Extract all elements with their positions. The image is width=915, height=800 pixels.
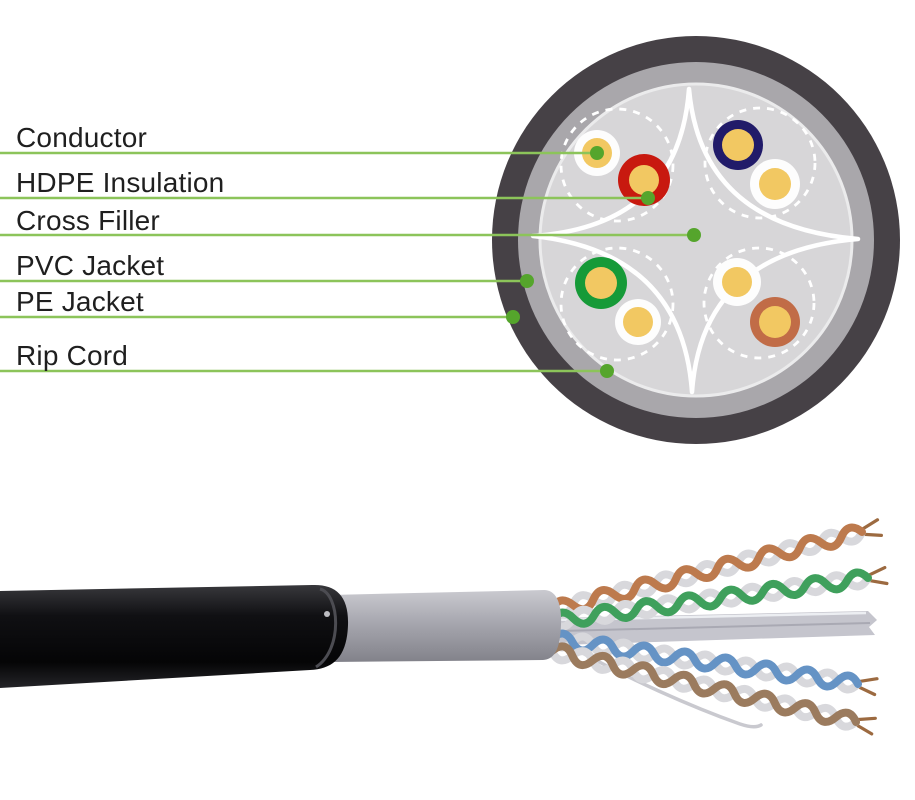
label-pe-jacket: PE Jacket bbox=[16, 286, 144, 317]
copper-tip bbox=[855, 723, 874, 736]
pointer-dot-pvc-jacket bbox=[520, 274, 534, 288]
photo-gray-pvc-jacket bbox=[330, 590, 562, 662]
pair-group-circle-bottom-left bbox=[559, 246, 675, 362]
label-rip-cord: Rip Cord bbox=[16, 340, 129, 371]
cable-photo bbox=[0, 518, 889, 736]
wire-conductor bbox=[623, 307, 653, 337]
cross-filler-star bbox=[530, 86, 861, 395]
label-cross-filler: Cross Filler bbox=[16, 205, 160, 236]
pointer-dot-conductor bbox=[590, 146, 604, 160]
pointer-dot-pe-jacket bbox=[506, 310, 520, 324]
colored-strand bbox=[548, 568, 872, 628]
pointer-dot-cross-filler bbox=[687, 228, 701, 242]
copper-tip bbox=[868, 579, 889, 586]
pair-group-circle-top-left bbox=[559, 107, 675, 223]
wire-pair-top-left bbox=[574, 130, 670, 206]
copper-tip bbox=[868, 566, 887, 577]
wire-conductor bbox=[722, 129, 754, 161]
pair-group-circle-bottom-right bbox=[702, 246, 816, 360]
wire-conductor bbox=[629, 165, 659, 195]
copper-tip bbox=[861, 518, 880, 531]
label-hdpe-insulation: HDPE Insulation bbox=[16, 167, 225, 198]
wire-conductor bbox=[759, 306, 791, 338]
photo-brown-white-pair bbox=[548, 642, 877, 736]
label-pvc-jacket: PVC Jacket bbox=[16, 250, 165, 281]
copper-tip bbox=[858, 677, 879, 683]
photo-black-pe-jacket bbox=[0, 584, 349, 688]
pair-group-circle-top-right bbox=[703, 106, 817, 220]
colored-strand bbox=[548, 642, 860, 726]
wire-conductor bbox=[585, 267, 617, 299]
copper-tip bbox=[863, 532, 883, 537]
wire-pair-top-right bbox=[713, 120, 800, 209]
wire-conductor bbox=[722, 267, 752, 297]
white-strand bbox=[548, 647, 860, 731]
photo-green-white-pair bbox=[548, 566, 889, 631]
colored-strand bbox=[548, 523, 866, 614]
pointer-dot-hdpe-insulation bbox=[641, 191, 655, 205]
copper-tip bbox=[857, 685, 877, 697]
label-conductor: Conductor bbox=[16, 122, 147, 153]
white-strand bbox=[548, 571, 872, 631]
pointer-dot-rip-cord bbox=[600, 364, 614, 378]
colored-strand bbox=[548, 629, 862, 691]
wire-pair-bottom-left bbox=[575, 257, 661, 345]
cable-cross-section bbox=[0, 36, 900, 444]
wire-conductor bbox=[759, 168, 791, 200]
photo-pairs-layer bbox=[548, 518, 889, 736]
copper-tip bbox=[857, 716, 877, 722]
wire-pair-bottom-right bbox=[713, 258, 800, 347]
